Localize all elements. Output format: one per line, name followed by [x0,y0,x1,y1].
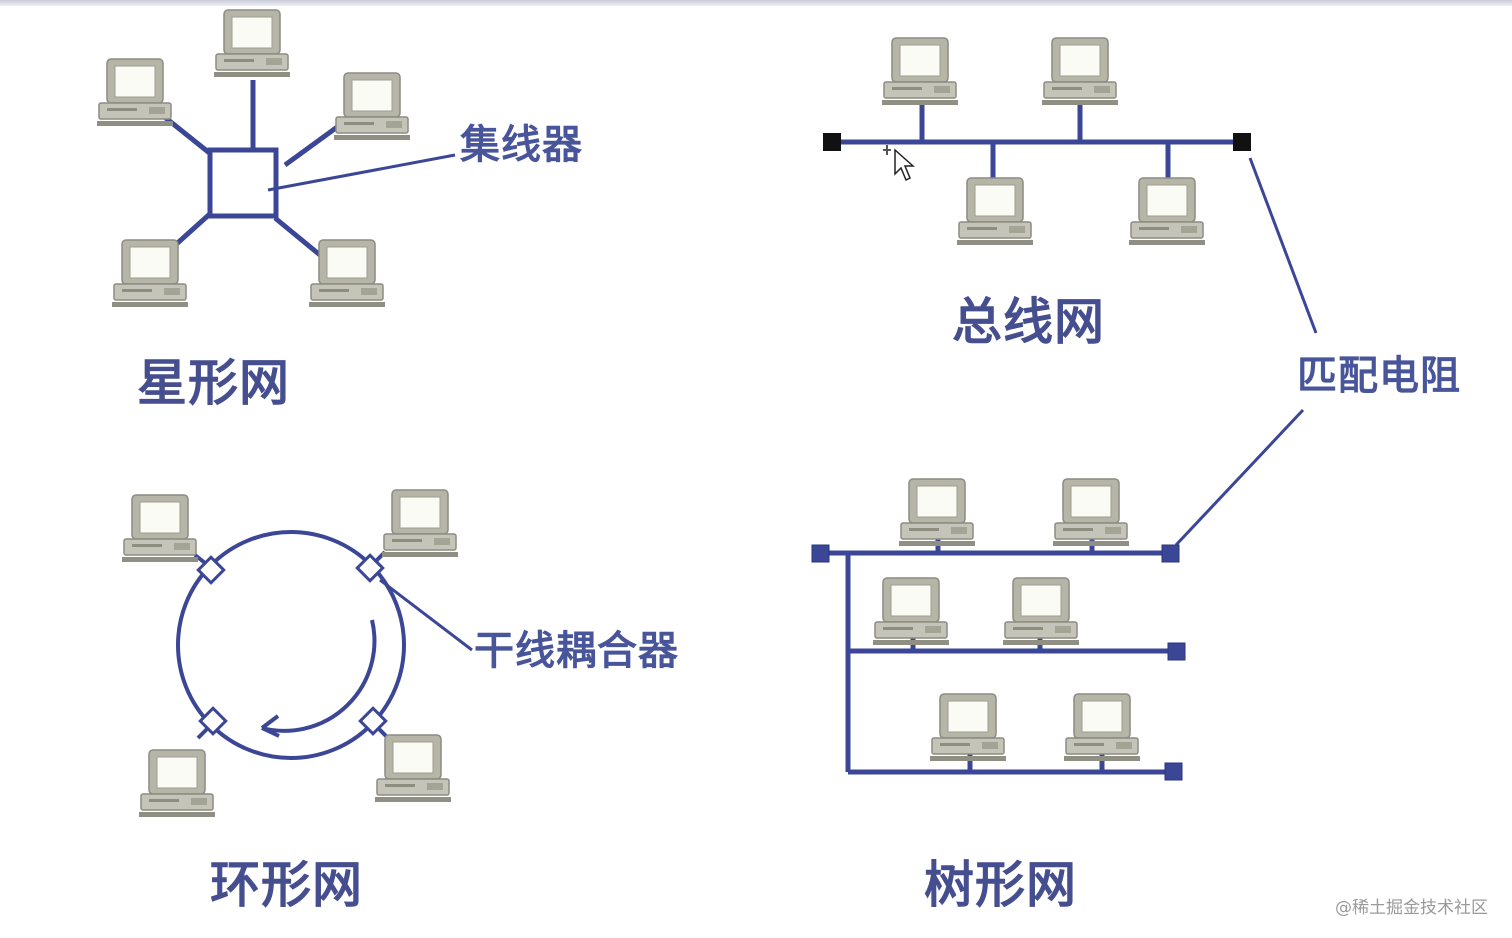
computer-icon [1041,37,1119,106]
ring-network [121,489,473,818]
computer-icon [138,749,216,818]
star-network-title: 星形网 [137,354,290,412]
terminator-icon [823,133,841,151]
bus-network [823,37,1251,246]
computer-icon [121,494,199,563]
terminator-icon [1164,762,1183,781]
computer-icon [1063,693,1141,762]
hub-callout-line [267,153,456,192]
terminator-callout-line-bottom [1174,408,1305,547]
terminator-icon [1167,642,1186,661]
window-top-bar [0,0,1512,6]
coupler-icon [358,706,388,736]
coupler-icon [196,555,226,585]
ring-network-title: 环形网 [210,856,363,914]
computer-icon [872,577,950,646]
terminator-icon [811,544,830,563]
computer-icon [333,72,411,141]
bus-links [832,105,1242,180]
star-network [96,9,456,308]
computer-icon [956,177,1034,246]
terminator-callout-line-top [1248,157,1318,334]
computer-icon [1002,577,1080,646]
computer-icon [929,693,1007,762]
coupler-label: 干线耦合器 [474,628,679,674]
computer-icon [1128,177,1206,246]
computer-icon [881,37,959,106]
mouse-cursor-icon [883,145,915,182]
computer-icon [898,478,976,547]
computer-icon [1052,478,1130,547]
coupler-icon [355,553,385,583]
terminator-label: 匹配电阻 [1297,353,1461,399]
tree-network [811,478,1186,781]
tree-network-title: 树形网 [924,856,1077,914]
hub-label: 集线器 [460,122,583,168]
computer-icon [96,58,174,127]
coupler-icon [198,706,228,736]
terminator-icon [1233,133,1251,151]
computer-icon [374,734,452,803]
hub-box-icon [207,147,279,219]
bus-network-title: 总线网 [952,293,1105,351]
ring-trunk [176,530,406,760]
terminator-icon [1161,544,1180,563]
computer-icon [213,9,291,78]
coupler-callout-line [379,578,473,652]
computer-icon [308,239,386,308]
star-links [160,80,342,257]
computer-icon [111,239,189,308]
watermark: @稀土掘金技术社区 [1335,898,1488,918]
ring-direction-arrow [261,619,377,733]
computer-icon [381,489,459,558]
